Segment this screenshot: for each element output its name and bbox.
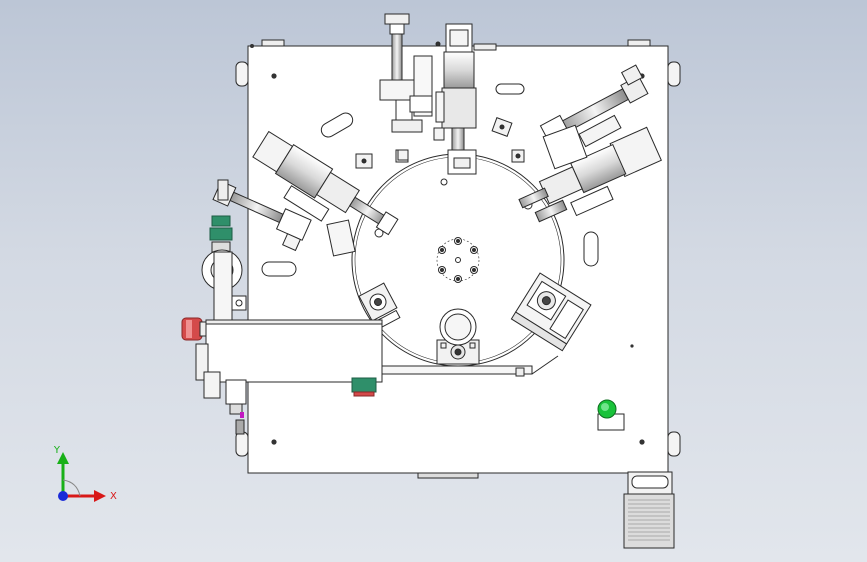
left-clevis [217,179,229,201]
y-axis-label: Y [53,445,61,456]
left-valve-stack [201,215,247,323]
slot [583,231,599,267]
rotary-table [351,153,592,367]
right-cylinder-main [518,126,662,217]
slot [495,83,525,95]
z-axis-origin-icon [58,491,68,501]
coordinate-triad: Y X [53,445,117,502]
y-axis-arrowhead [57,452,69,464]
right-clevis [620,64,644,86]
fixture-station-right [510,272,592,352]
foot-top-right [667,61,681,87]
x-axis-arrowhead [94,490,106,502]
foot-bottom-right [667,431,681,457]
fixture-station-bottom [436,308,480,365]
left-small-cylinder [212,180,312,252]
foot-pedal [623,471,675,549]
green-start-button[interactable] [597,399,625,431]
slot [320,112,354,138]
foot-bottom-left [235,431,249,457]
upper-left-cylinder [252,130,399,236]
hub-bolt-circle [438,237,478,283]
top-left-cylinder [379,13,513,163]
red-knob [181,317,211,341]
control-box [195,319,559,435]
foot-top-left [235,61,249,87]
x-axis-label: X [110,491,117,502]
slot [261,261,297,277]
